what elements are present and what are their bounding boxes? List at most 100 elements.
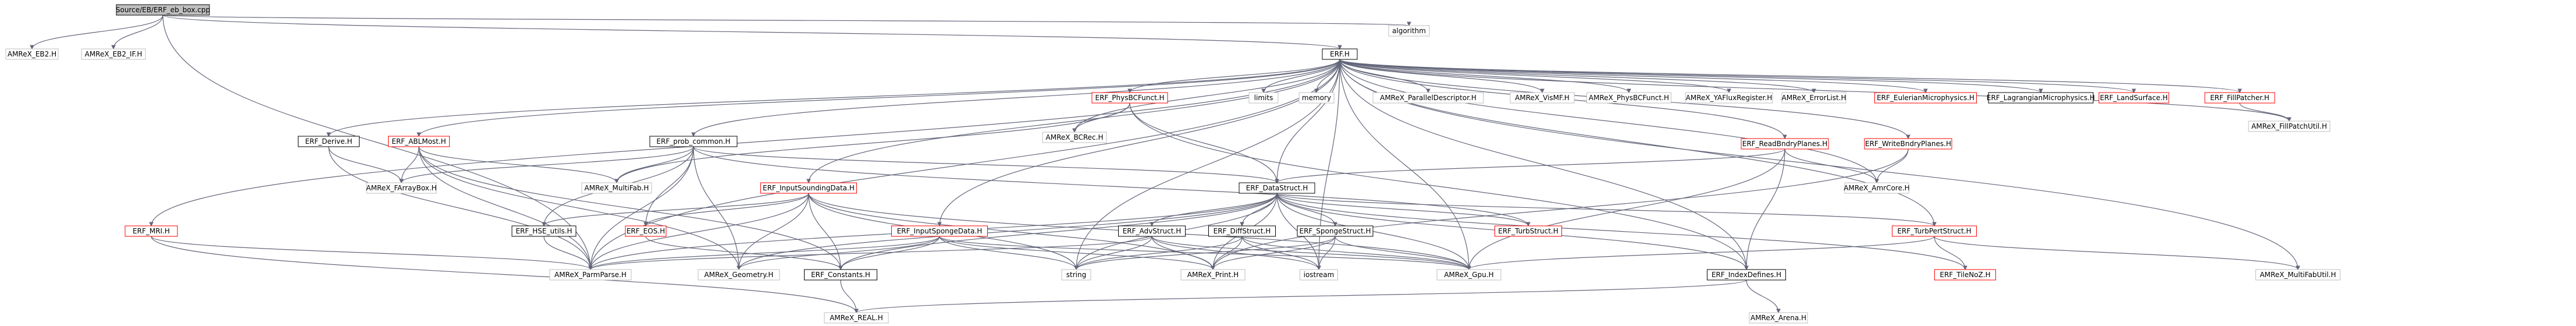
node-multifab[interactable]: AMReX_MultiFab.H [581,182,652,194]
edge-inputsounding-to-parmparse [590,193,809,270]
node-lagrangian[interactable]: ERF_LagrangianMicrophysics.H [1987,92,2095,104]
node-limits[interactable]: limits [1248,92,1279,104]
arrowhead [2287,117,2292,122]
node-amrcore[interactable]: AMReX_AmrCore.H [1844,182,1910,194]
node-algorithm[interactable]: algorithm [1388,25,1430,37]
edge-erfh-to-ablmost [418,59,1340,137]
node-spongestruct[interactable]: ERF_SpongeStruct.H [1297,225,1374,237]
arrowhead [854,309,859,314]
node-eos[interactable]: ERF_EOS.H [625,225,667,237]
node-box [1388,25,1430,37]
edge-root-to-parmparse [162,15,591,270]
node-label: AMReX_Arena.H [1750,314,1806,322]
node-landsurface[interactable]: ERF_LandSurface.H [2098,92,2169,104]
node-label: ERF_AdvStruct.H [1123,227,1182,235]
node-iostream[interactable]: iostream [1300,269,1338,281]
edge-spongestruct-to-string [1076,236,1336,270]
edge-erfh-to-physbcfunct [1339,59,1629,93]
edge-erfh-to-fillpatchutil [1339,59,2290,122]
edge-erfh-to-landsurface [1339,59,2134,93]
node-fillpatchutil[interactable]: AMReX_FillPatchUtil.H [2248,121,2331,132]
node-inputsounding[interactable]: ERF_InputSoundingData.H [760,182,857,194]
node-label: algorithm [1392,27,1426,35]
arrowhead [1874,179,1879,184]
node-string[interactable]: string [1061,269,1091,281]
node-eulerian[interactable]: ERF_EulerianMicrophysics.H [1874,92,1977,104]
node-derive[interactable]: ERF_Derive.H [298,136,360,147]
node-label: ERF_EulerianMicrophysics.H [1877,94,1974,102]
node-arena[interactable]: AMReX_Arena.H [1749,312,1808,324]
edge-datastruct-to-constants [840,193,1278,270]
node-label: AMReX_MultiFab.H [585,184,649,192]
node-root: Source/EB/ERF_eb_box.cpp [116,4,210,16]
edge-erfh-to-derive [328,59,1340,137]
edge-root-to-erfh [162,15,1340,49]
arrowhead [1627,88,1631,94]
node-datastruct[interactable]: ERF_DataStruct.H [1239,182,1315,194]
node-print[interactable]: AMReX_Print.H [1180,269,1246,281]
edge-erfh-to-bcrec [1074,59,1340,133]
node-visMF[interactable]: AMReX_VisMF.H [1510,92,1575,104]
node-diffstruct[interactable]: ERF_DiffStruct.H [1208,225,1276,237]
node-label: AMReX_MultiFabUtil.H [2260,271,2336,279]
arrowhead [2237,88,2242,94]
node-label: ERF_LagrangianMicrophysics.H [1987,94,2095,102]
node-label: iostream [1304,271,1335,279]
node-label: ERF_ABLMost.H [392,137,446,146]
node-hseutils[interactable]: ERF_HSE_utils.H [511,225,577,237]
node-fillpatcher[interactable]: ERF_FillPatcher.H [2204,92,2275,104]
node-box [824,312,889,324]
edge-advstruct-to-iostream [1151,236,1319,270]
node-eb2if[interactable]: AMReX_EB2_IF.H [81,48,146,60]
edge-inputsponge-to-geometry [738,236,940,270]
arrowhead [1275,179,1279,184]
node-inputsponge[interactable]: ERF_InputSpongeData.H [891,225,988,237]
arrowhead [1426,88,1431,94]
node-advstruct[interactable]: ERF_AdvStruct.H [1118,225,1186,237]
node-pdesc[interactable]: AMReX_ParallelDescriptor.H [1372,92,1484,104]
node-bcrec[interactable]: AMReX_BCRec.H [1042,132,1107,143]
edge-derive-to-farraybox [328,146,402,183]
node-indexdefines[interactable]: ERF_IndexDefines.H [1707,269,1786,281]
node-parmparse[interactable]: AMReX_ParmParse.H [549,269,632,281]
node-label: AMReX_VisMF.H [1515,94,1570,102]
node-writebndry[interactable]: ERF_WriteBndryPlanes.H [1864,138,1952,150]
node-yafr[interactable]: AMReX_YAFluxRegister.H [1685,92,1773,104]
node-multifabutil[interactable]: AMReX_MultiFabUtil.H [2255,269,2340,281]
node-erfh[interactable]: ERF.H [1322,48,1358,60]
node-box [698,269,780,281]
edge-ablmost-to-multifab [418,146,617,183]
arrowhead [1467,265,1471,271]
edge-ablmost-to-constants [418,146,841,270]
node-physbcfunct[interactable]: AMReX_PhysBCFunct.H [1586,92,1671,104]
node-ablmost[interactable]: ERF_ABLMost.H [388,136,450,147]
node-label: ERF_Constants.H [811,271,870,279]
edge-root-to-eb2if [113,15,163,49]
node-turbstruct[interactable]: ERF_TurbStruct.H [1495,225,1562,237]
node-eb2[interactable]: AMReX_EB2.H [5,48,59,60]
node-readbndry[interactable]: ERF_ReadBndryPlanes.H [1741,138,1829,150]
node-turbpert[interactable]: ERF_TurbPertStruct.H [1892,225,1977,237]
node-box [1239,182,1315,194]
node-box [2248,121,2331,132]
node-label: AMReX_PhysBCFunct.H [1589,94,1669,102]
node-tileno[interactable]: ERF_TileNoZ.H [1934,269,1996,281]
node-box [2255,269,2340,281]
node-box [124,225,178,237]
edge-erfh-to-lagrangian [1339,59,2041,93]
node-box [116,4,210,16]
node-label: AMReX_ErrorList.H [1781,94,1846,102]
node-erfphysbc[interactable]: ERF_PhysBCFunct.H [1091,92,1168,104]
node-label: ERF.H [1330,50,1350,58]
node-farraybox[interactable]: AMReX_FArrayBox.H [366,182,437,194]
node-gpu[interactable]: AMReX_Gpu.H [1436,269,1502,281]
node-geometry[interactable]: AMReX_Geometry.H [698,269,780,281]
node-errlist[interactable]: AMReX_ErrorList.H [1781,92,1846,104]
node-real[interactable]: AMReX_REAL.H [824,312,889,324]
node-mri[interactable]: ERF_MRI.H [124,225,178,237]
edge-advstruct-to-parmparse [590,236,1152,270]
node-memory[interactable]: memory [1298,92,1335,104]
edge-erfh-to-erfphysbc [1129,59,1340,93]
node-constants[interactable]: ERF_Constants.H [804,269,877,281]
node-probcommon[interactable]: ERF_prob_common.H [649,136,738,147]
